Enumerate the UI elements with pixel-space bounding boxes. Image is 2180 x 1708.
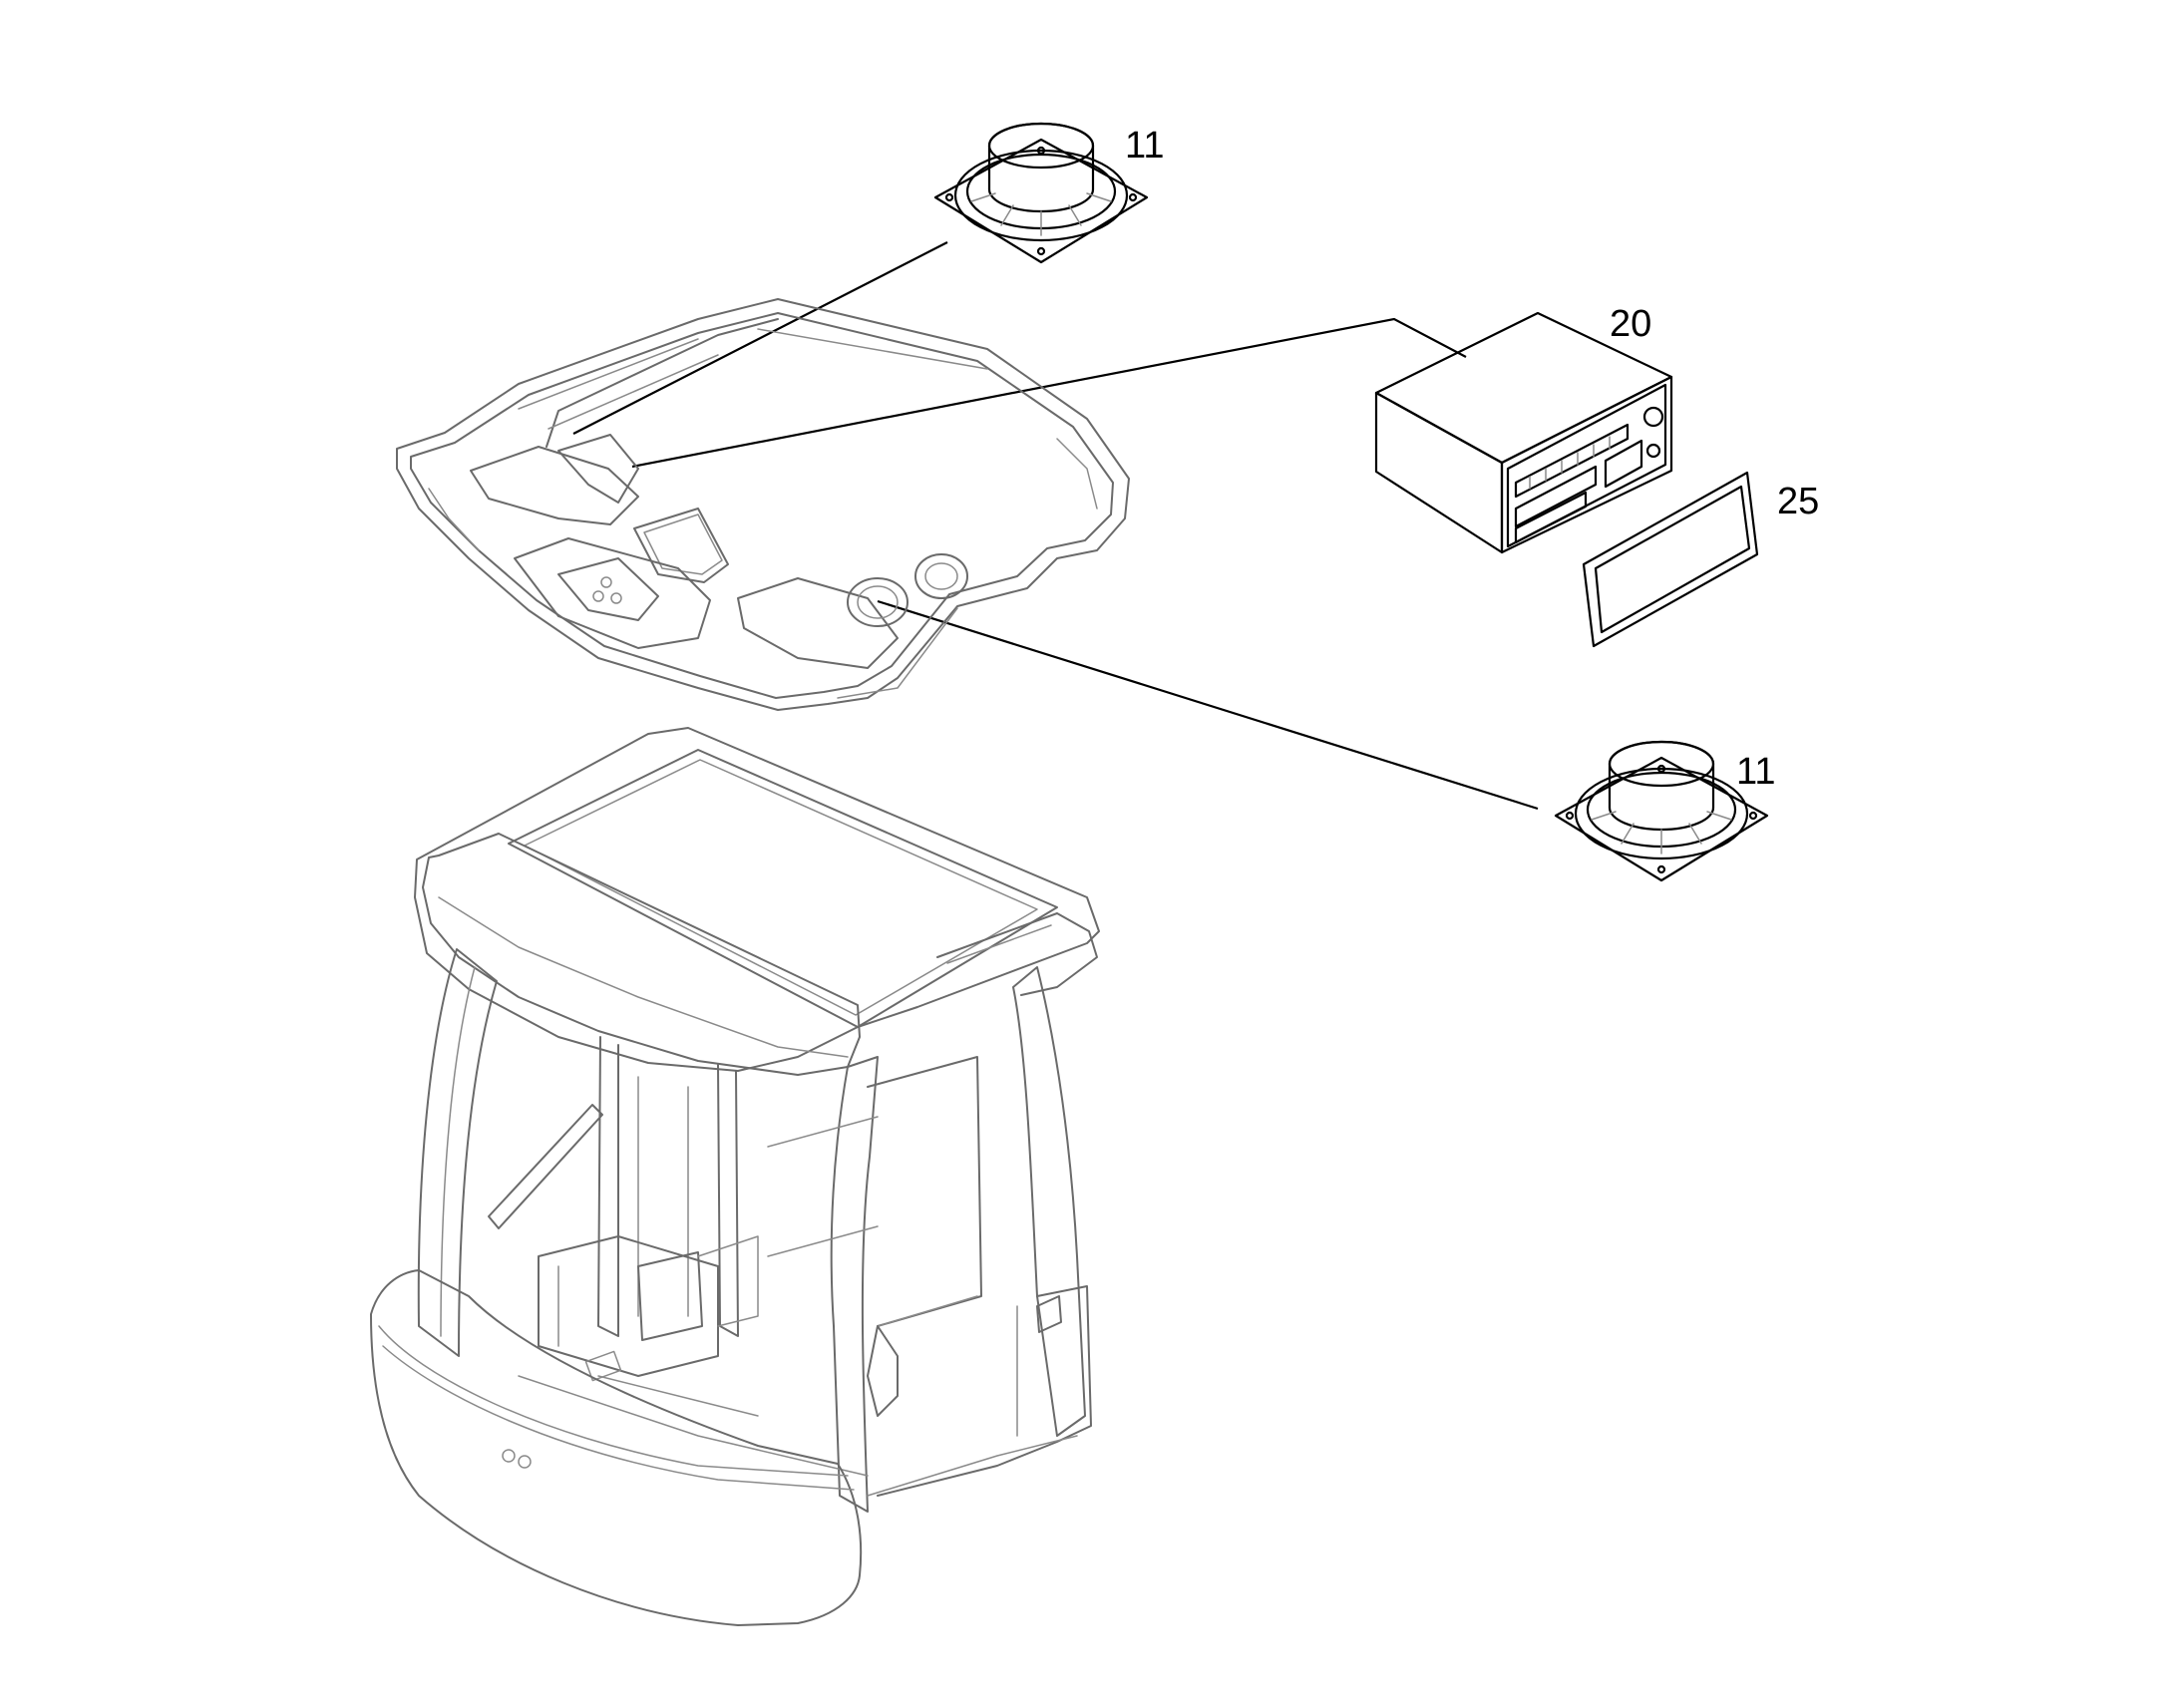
mounting-frame-icon: [1582, 471, 1759, 648]
callout-radio: 20: [1610, 303, 1651, 345]
callout-frame: 25: [1777, 481, 1819, 522]
radio-unit-icon: [1374, 311, 1673, 554]
leader-line-speaker-right: [877, 599, 1539, 811]
callout-speaker-top: 11: [1125, 125, 1164, 167]
roof-headliner-panel: [396, 298, 1130, 711]
speaker-icon: [933, 122, 1149, 264]
leader-line-radio: [631, 317, 1467, 469]
operator-cab: [370, 727, 1100, 1626]
leader-line-speaker-top: [572, 241, 948, 435]
callout-speaker-right: 11: [1736, 751, 1775, 793]
leader-lines: [572, 241, 1539, 811]
speaker-icon: [1554, 740, 1769, 882]
